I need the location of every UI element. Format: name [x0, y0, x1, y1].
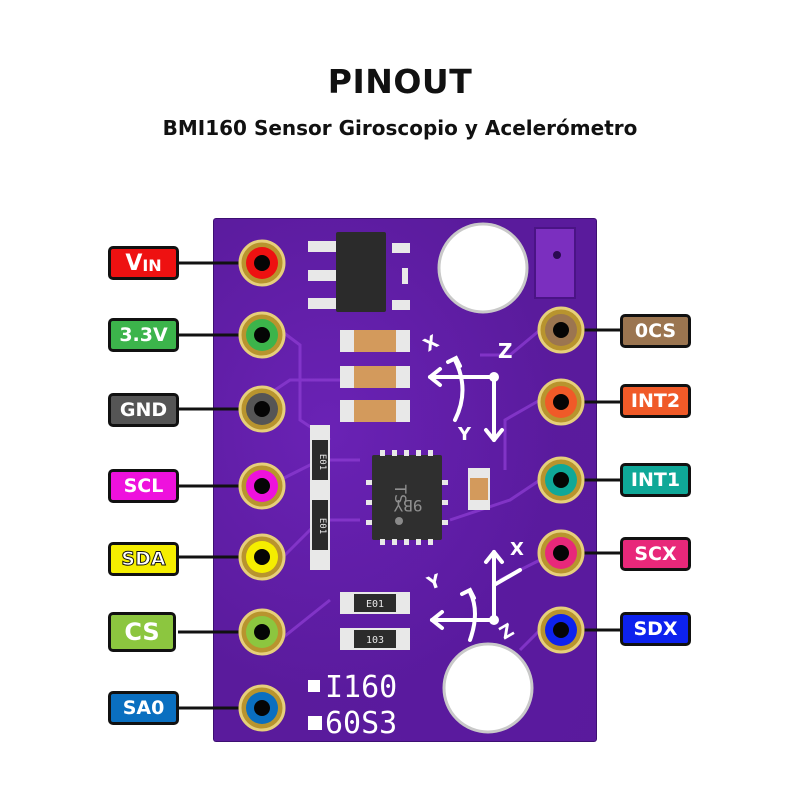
chip-marking-line2: TS	[391, 484, 410, 503]
pin-sa0-hole	[254, 700, 270, 716]
pin-int2	[537, 378, 622, 426]
pin-cs-hole	[254, 624, 270, 640]
pin-label-3v3: 3.3V	[108, 318, 179, 352]
pin-gnd-hole	[254, 401, 270, 417]
pin-sda-hole	[254, 549, 270, 565]
resistor-marking-1: E01	[317, 454, 327, 470]
bmi160-chip	[366, 450, 448, 545]
pin-int1	[537, 456, 622, 504]
pin-sa0	[178, 684, 286, 732]
voltage-regulator	[308, 232, 410, 312]
pin-label-0cs: 0CS	[620, 314, 691, 348]
pin-sda	[178, 533, 286, 581]
silkscreen-square-1	[308, 680, 320, 692]
pin-3v3-hole	[254, 327, 270, 343]
pin-vin	[178, 239, 286, 287]
pin-0cs-hole	[553, 322, 569, 338]
silkscreen-line1: I160	[325, 670, 397, 705]
pin-int1-hole	[553, 472, 569, 488]
pin-cs	[178, 608, 286, 656]
pin-label-vin-main: V	[125, 250, 143, 276]
mounting-hole-top	[437, 222, 529, 314]
pin-sdx	[537, 606, 622, 654]
pin-label-scl: SCL	[108, 469, 179, 503]
pin-label-vin-sub: IN	[142, 255, 162, 275]
pin-label-int1: INT1	[620, 463, 691, 497]
pin-int2-hole	[553, 394, 569, 410]
pin-label-scx: SCX	[620, 537, 691, 571]
page-title: PINOUT	[327, 62, 473, 101]
axis-label-lower-z: Z	[496, 620, 518, 645]
pin-scx-hole	[553, 545, 569, 561]
resistor-marking-2: E01	[317, 518, 327, 534]
pin-gnd	[178, 385, 286, 433]
pin-scl	[178, 462, 286, 510]
axis-label-upper-x: X	[420, 331, 443, 356]
axis-label-lower-x: X	[510, 539, 524, 560]
resistor-marking-3: E01	[366, 599, 384, 610]
pin-label-gnd: GND	[108, 393, 179, 427]
pin-label-sa0: SA0	[108, 691, 179, 725]
mounting-hole-bottom	[442, 642, 534, 734]
pin-scl-hole	[254, 478, 270, 494]
pin-sdx-hole	[553, 622, 569, 638]
pin-label-sda: SDA	[108, 542, 179, 576]
pin-0cs	[537, 306, 622, 354]
capacitors	[340, 330, 490, 510]
pin-label-cs: CS	[108, 612, 176, 652]
resistors-vertical	[310, 425, 330, 570]
axis-label-lower-y: Y	[424, 570, 445, 595]
resistor-marking-4: 103	[366, 635, 384, 646]
silkscreen-square-2	[308, 716, 322, 730]
chip-marking-line1: 9BY	[393, 496, 422, 515]
resistors-horizontal	[340, 592, 410, 650]
axis-arrows-lower	[430, 550, 522, 642]
pin-scx	[537, 529, 622, 577]
axis-label-upper-z: Z	[498, 339, 513, 363]
page-subtitle: BMI160 Sensor Giroscopio y Acelerómetro	[162, 116, 638, 140]
corner-pad	[534, 227, 576, 299]
pin-label-int2: INT2	[620, 384, 691, 418]
pin-label-sdx: SDX	[620, 612, 691, 646]
silkscreen-line2: 60S3	[325, 706, 397, 741]
pin-vin-hole	[254, 255, 270, 271]
pin-3v3	[178, 311, 286, 359]
axis-label-upper-y: Y	[457, 424, 472, 445]
